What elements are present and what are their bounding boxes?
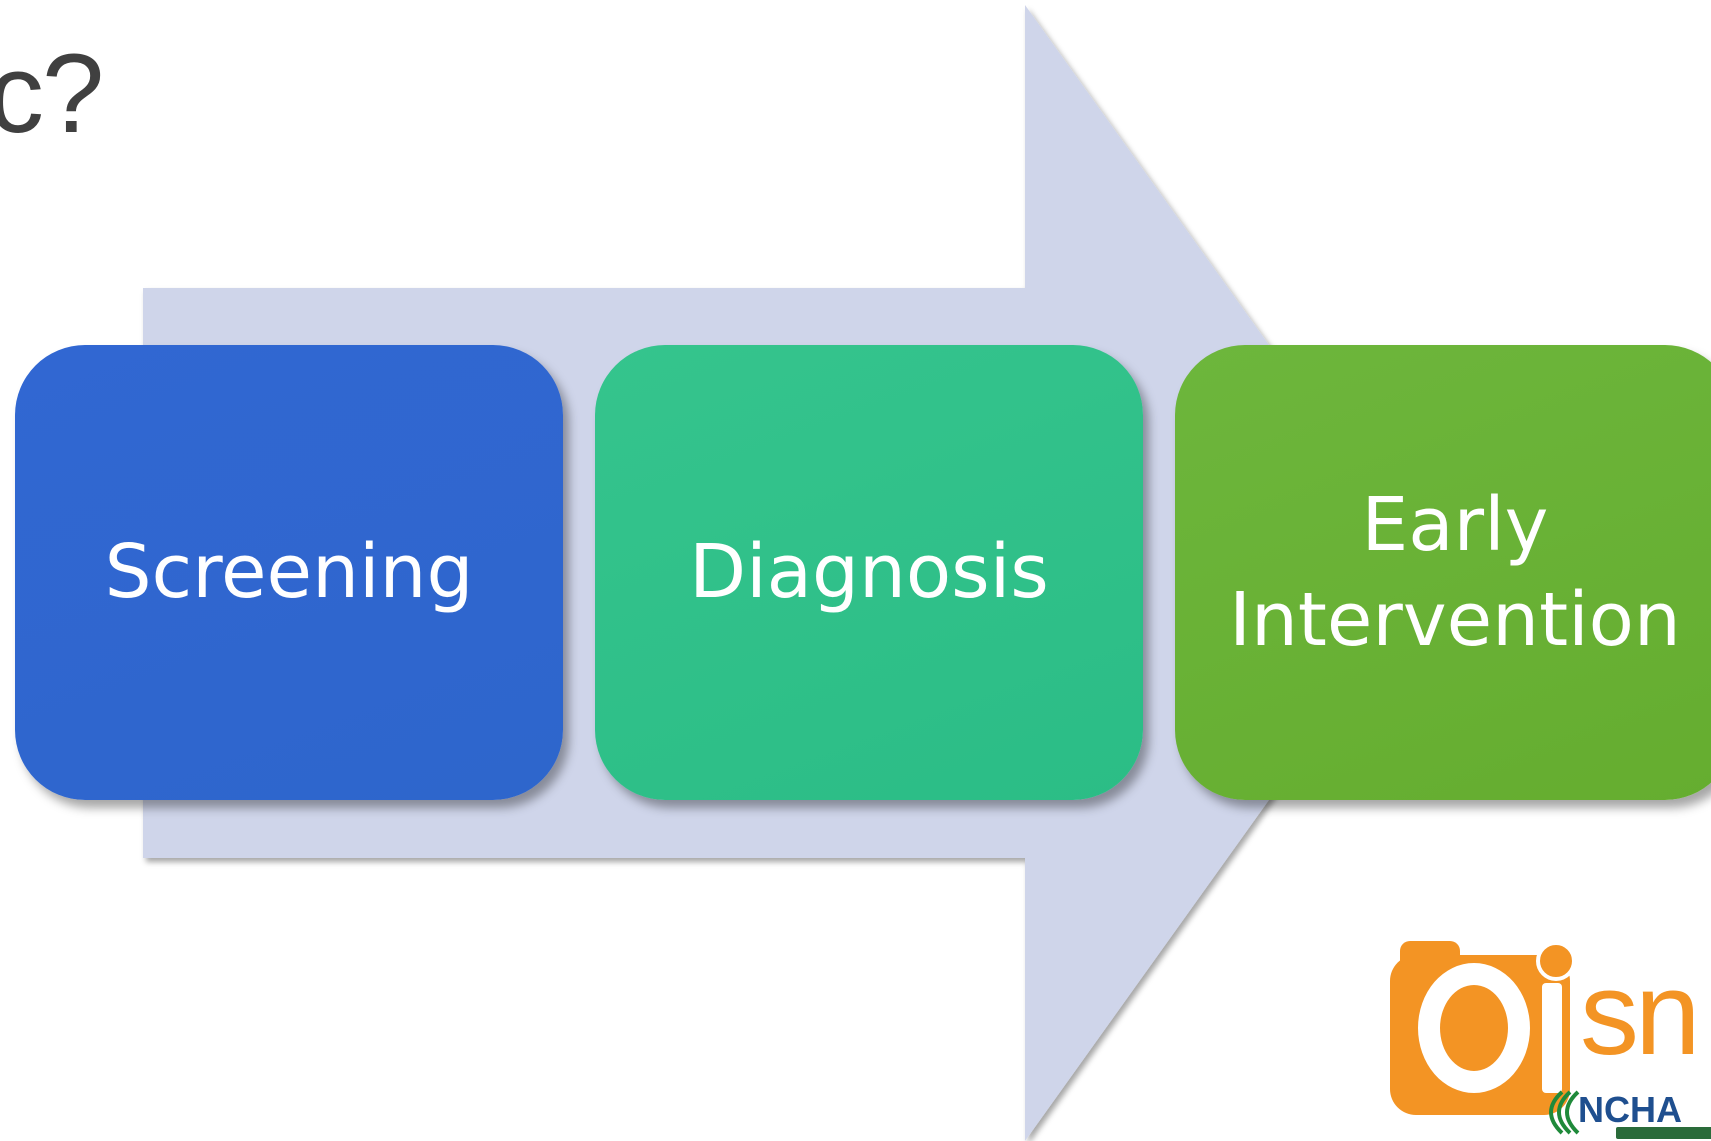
logo-waves-icon [1549, 1090, 1580, 1135]
logo-dot [1536, 941, 1576, 981]
eisn-logo-icon: sn NCHA [1390, 941, 1711, 1141]
logo-e-glyph [1418, 963, 1530, 1093]
logo-i-glyph [1542, 983, 1562, 1093]
step-screening: Screening [15, 345, 563, 800]
logo-subline [1616, 1127, 1711, 1139]
step-screening-label: Screening [104, 529, 474, 616]
step-diagnosis: Diagnosis [595, 345, 1143, 800]
step-early-intervention: Early Intervention [1175, 345, 1711, 800]
step-early-intervention-label: Early Intervention [1229, 481, 1681, 663]
step-diagnosis-label: Diagnosis [689, 529, 1049, 616]
slide-title: c? [0, 31, 104, 156]
logo-wordmark: sn [1580, 948, 1701, 1080]
logo-org: NCHA [1578, 1089, 1682, 1130]
